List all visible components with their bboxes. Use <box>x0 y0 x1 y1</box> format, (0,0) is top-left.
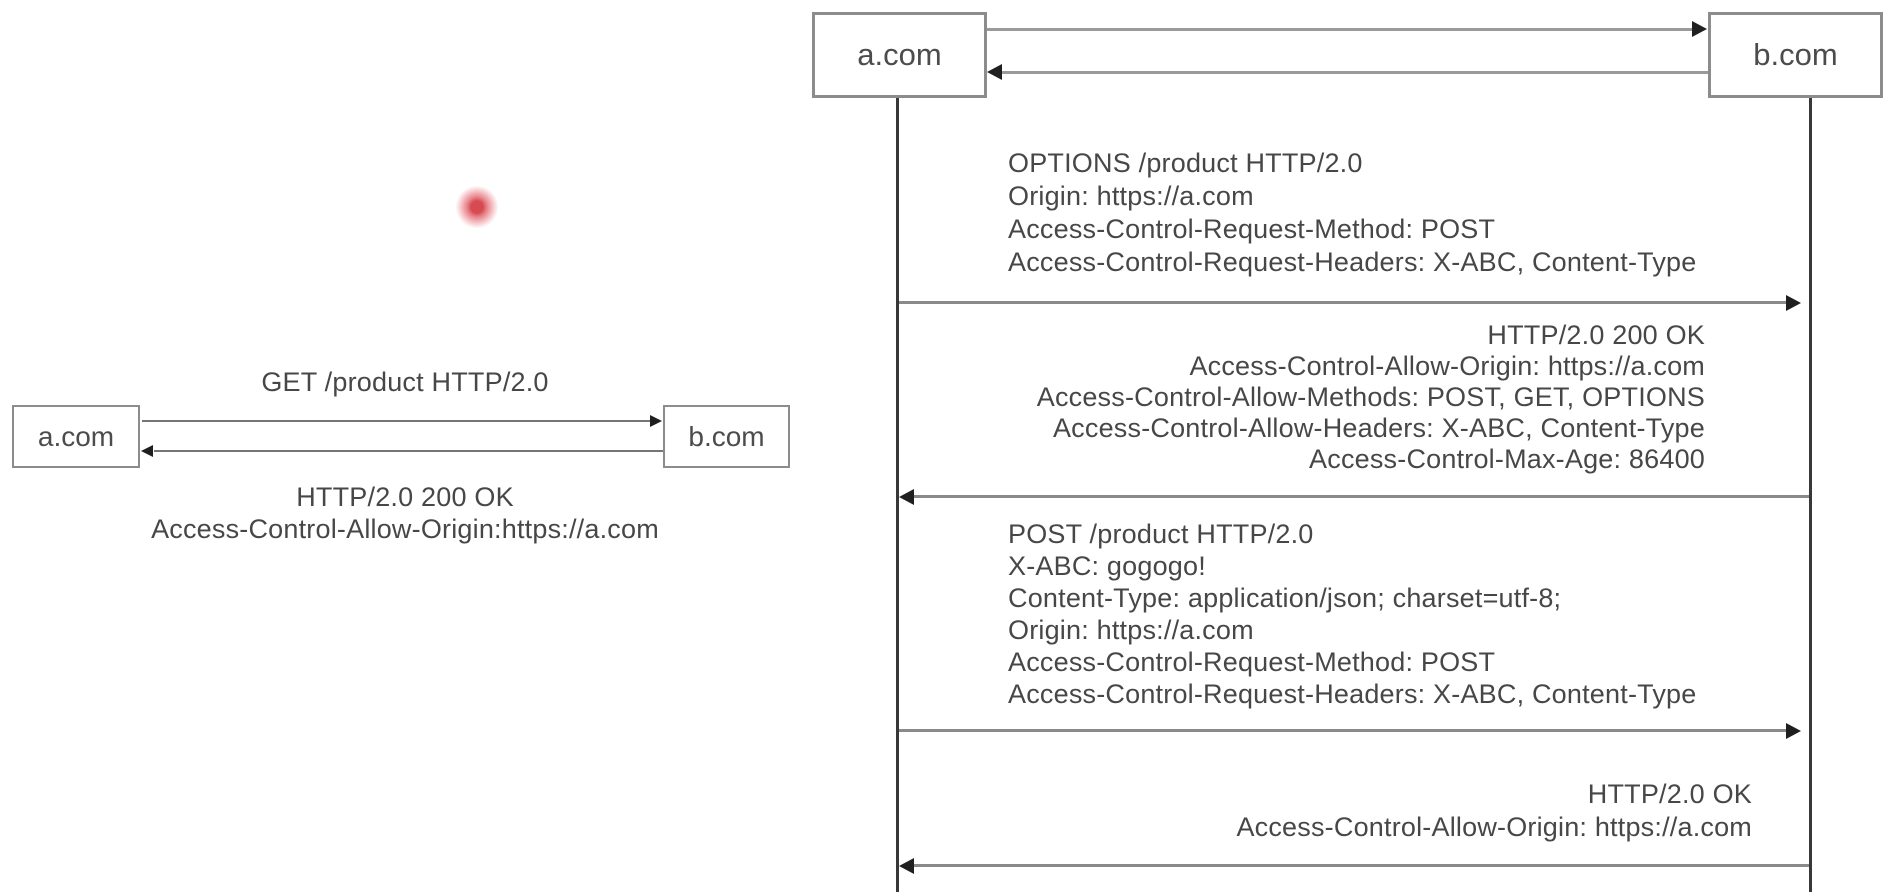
message-text-line: Access-Control-Allow-Methods: POST, GET,… <box>1036 382 1705 412</box>
simple-request-label: GET /product HTTP/2.0 <box>200 366 610 398</box>
message-text-line: Content-Type: application/json; charset=… <box>1008 583 1562 613</box>
message-text-line: Origin: https://a.com <box>1008 615 1254 645</box>
message-text-line: Access-Control-Allow-Origin: https://a.c… <box>1236 812 1752 842</box>
lifeline-a <box>896 98 899 892</box>
message-text-line: GET /product HTTP/2.0 <box>261 367 549 397</box>
message-text-line: OPTIONS /product HTTP/2.0 <box>1008 148 1363 178</box>
message-text-line: Access-Control-Request-Headers: X-ABC, C… <box>1008 247 1697 277</box>
top-return-arrowhead <box>987 64 1002 80</box>
message-preflight-request: OPTIONS /product HTTP/2.0 Origin: https:… <box>1008 147 1696 279</box>
message-text-line: HTTP/2.0 200 OK <box>1487 320 1705 350</box>
actor-box-b-right: b.com <box>1708 12 1883 98</box>
message-text-line: Access-Control-Allow-Origin: https://a.c… <box>1189 351 1705 381</box>
message-main-request: POST /product HTTP/2.0 X-ABC: gogogo! Co… <box>1008 518 1696 710</box>
message-text-line: HTTP/2.0 200 OK <box>296 482 514 512</box>
response-arrow-line <box>154 450 663 452</box>
actor-label: a.com <box>857 37 942 72</box>
actor-box-a-left: a.com <box>12 405 140 468</box>
actor-label: a.com <box>37 420 115 452</box>
message-arrowhead <box>899 858 914 874</box>
message-text-line: HTTP/2.0 OK <box>1587 779 1752 809</box>
actor-box-b-left: b.com <box>663 405 790 468</box>
message-arrowhead <box>899 489 914 505</box>
message-arrow-line <box>913 495 1809 498</box>
message-text-line: Access-Control-Allow-Origin:https://a.co… <box>151 514 659 544</box>
actor-box-a-right: a.com <box>812 12 987 98</box>
top-arrow-line <box>987 28 1693 31</box>
message-text-line: Origin: https://a.com <box>1008 181 1254 211</box>
response-arrowhead <box>141 445 153 457</box>
message-arrow-line <box>899 729 1789 732</box>
lifeline-b <box>1809 98 1812 892</box>
simple-response-label: HTTP/2.0 200 OK Access-Control-Allow-Ori… <box>110 481 700 545</box>
message-preflight-response: HTTP/2.0 200 OK Access-Control-Allow-Ori… <box>905 320 1705 475</box>
message-text-line: POST /product HTTP/2.0 <box>1008 519 1314 549</box>
message-arrowhead <box>1786 295 1801 311</box>
message-text-line: Access-Control-Request-Method: POST <box>1008 214 1496 244</box>
message-text-line: Access-Control-Allow-Headers: X-ABC, Con… <box>1052 413 1705 443</box>
top-arrowhead <box>1692 21 1707 37</box>
message-text-line: Access-Control-Max-Age: 86400 <box>1309 444 1705 474</box>
message-arrowhead <box>1786 723 1801 739</box>
actor-label: b.com <box>1753 37 1838 72</box>
actor-label: b.com <box>688 420 765 452</box>
request-arrowhead <box>650 415 662 427</box>
request-arrow-line <box>142 420 652 422</box>
top-return-arrow-line <box>1002 71 1708 74</box>
message-arrow-line <box>913 864 1809 867</box>
message-text-line: Access-Control-Request-Headers: X-ABC, C… <box>1008 679 1697 709</box>
message-main-response: HTTP/2.0 OK Access-Control-Allow-Origin:… <box>952 778 1752 844</box>
message-arrow-line <box>899 301 1789 304</box>
message-text-line: X-ABC: gogogo! <box>1008 551 1206 581</box>
message-text-line: Access-Control-Request-Method: POST <box>1008 647 1496 677</box>
laser-pointer-dot <box>456 186 498 228</box>
